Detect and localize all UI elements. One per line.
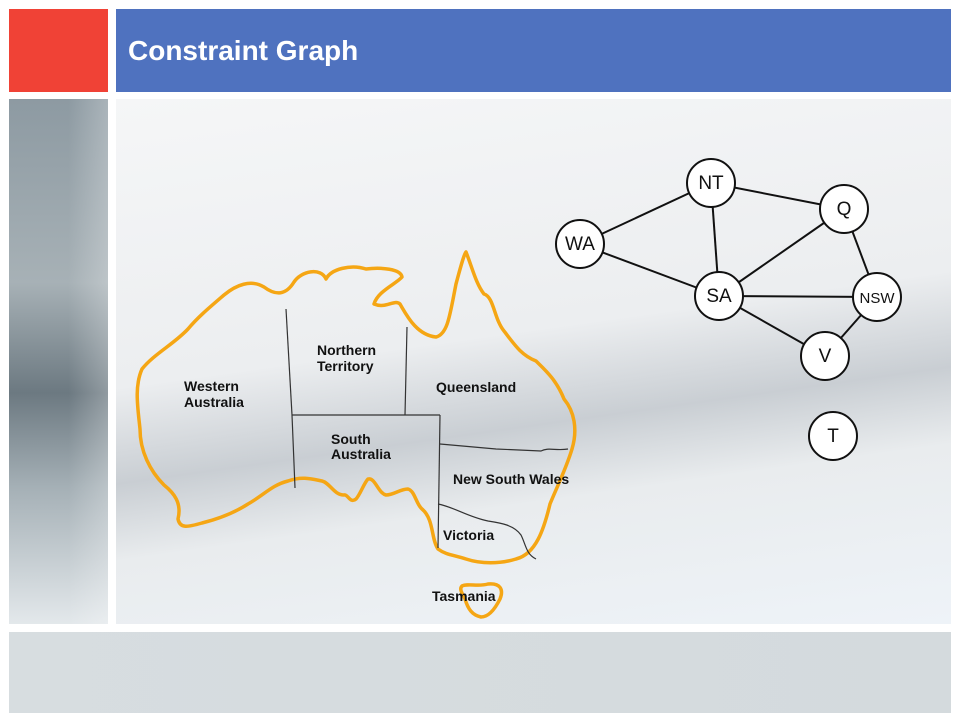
state-borders: [285, 308, 569, 560]
border-wa-nt: [285, 308, 293, 416]
graph-node-circle: [555, 219, 605, 269]
constraint-graph-nodes: NT Q WA SA NSW V T: [555, 158, 902, 461]
label-northern-territory-2: Territory: [317, 358, 374, 374]
graph-node-label: Q: [837, 199, 852, 220]
graph-node-label: T: [827, 426, 839, 447]
border-nsw-v: [437, 503, 537, 560]
graph-edge-sa-nsw: [718, 295, 878, 298]
graph-node-label: WA: [565, 234, 595, 255]
slide-title: Constraint Graph: [128, 35, 359, 66]
footer-bar: [9, 632, 951, 713]
graph-node-circle: [686, 158, 736, 208]
graph-edge-sa-q: [718, 208, 845, 297]
graph-node-label: SA: [706, 286, 732, 307]
label-queensland: Queensland: [436, 379, 516, 395]
graph-node-nsw: NSW: [852, 272, 902, 322]
left-decorative-strip: [9, 99, 108, 624]
graph-node-label: V: [819, 346, 832, 367]
mainland-outline: [135, 250, 577, 565]
graph-node-label: NSW: [860, 290, 896, 307]
graph-node-circle: [694, 271, 744, 321]
label-tasmania: Tasmania: [432, 588, 496, 604]
title-bar: Constraint Graph: [116, 9, 951, 92]
label-new-south-wales: New South Wales: [453, 471, 569, 487]
red-accent-block: [9, 9, 108, 92]
graph-node-circle: [852, 272, 902, 322]
australia-map: Western Australia Northern Territory Que…: [135, 250, 577, 619]
graph-node-t: T: [808, 411, 858, 461]
border-nt-q: [404, 326, 408, 416]
graph-node-circle: [808, 411, 858, 461]
graph-node-v: V: [800, 331, 850, 381]
graph-node-nt: NT: [686, 158, 736, 208]
graph-node-label: NT: [698, 173, 724, 194]
graph-node-circle: [800, 331, 850, 381]
tasmania-outline: [459, 582, 504, 619]
label-northern-territory-1: Northern: [317, 342, 376, 358]
region-labels: Western Australia Northern Territory Que…: [184, 342, 569, 604]
label-western-australia-1: Western: [184, 378, 239, 394]
border-wa-sa: [291, 414, 296, 489]
graph-node-wa: WA: [555, 219, 605, 269]
graph-node-q: Q: [819, 184, 869, 234]
graph-node-sa: SA: [694, 271, 744, 321]
label-south-australia-2: Australia: [331, 446, 391, 462]
diagram-canvas: Western Australia Northern Territory Que…: [135, 158, 902, 619]
content-panel: Western Australia Northern Territory Que…: [116, 99, 951, 624]
label-south-australia-1: South: [331, 431, 371, 447]
graph-node-circle: [819, 184, 869, 234]
border-sa-east: [437, 414, 441, 549]
label-western-australia-2: Australia: [184, 394, 244, 410]
border-q-nsw: [439, 443, 569, 452]
label-victoria: Victoria: [443, 527, 494, 543]
